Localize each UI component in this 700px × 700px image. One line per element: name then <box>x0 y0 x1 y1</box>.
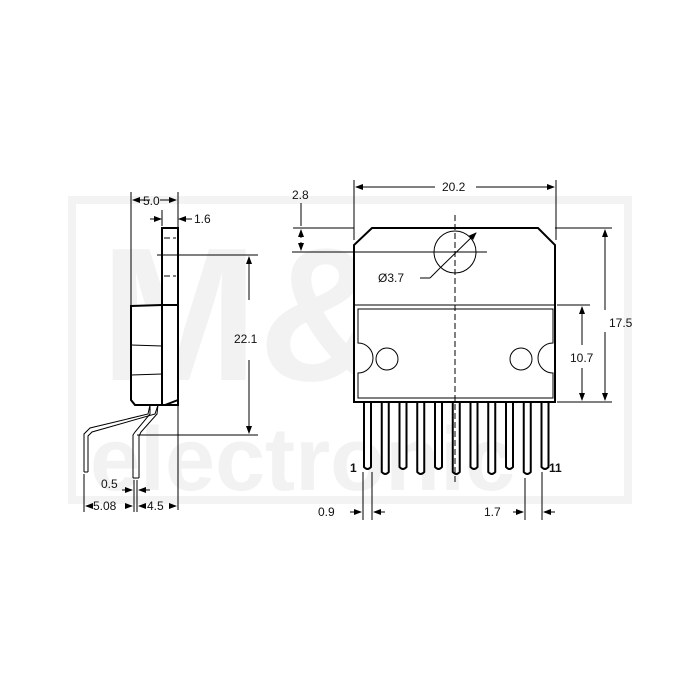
pin-8 <box>487 400 497 475</box>
dim-width: 20.2 <box>442 180 466 194</box>
pin-9 <box>505 400 514 470</box>
pin-7 <box>469 400 479 470</box>
pins <box>363 400 550 475</box>
dim-lead-offset-45: 4.5 <box>147 499 164 513</box>
pin-10 <box>522 400 532 475</box>
front-view: 20.2 2.8 Ø3.7 17.5 10.7 1 11 0.9 1.7 <box>292 180 633 520</box>
dim-hole-diameter: Ø3.7 <box>378 271 404 285</box>
pin-label-1: 1 <box>350 461 357 475</box>
pin-label-11: 11 <box>549 461 562 475</box>
pin-2 <box>380 400 390 475</box>
dim-lead-width: 0.5 <box>101 477 118 491</box>
front-body-inner <box>357 308 554 399</box>
pin-1 <box>363 400 372 470</box>
dim-tab-thickness: 1.6 <box>194 212 211 226</box>
pin-5 <box>434 400 443 470</box>
dim-height: 22.1 <box>234 332 258 346</box>
dim-body-height: 10.7 <box>570 351 594 365</box>
mounting-mark-right <box>509 347 533 371</box>
mounting-mark-left <box>375 347 399 371</box>
pin-4 <box>416 400 426 475</box>
dim-hole-offset: 2.8 <box>292 188 309 202</box>
dim-pin-pitch: 1.7 <box>484 505 501 519</box>
dim-depth: 5.0 <box>143 194 160 208</box>
dim-pin-width: 0.9 <box>318 505 335 519</box>
watermark-text: electronic <box>90 410 515 510</box>
side-view: 5.0 1.6 22.1 0.5 5.08 4.5 <box>83 192 258 513</box>
dim-total-height: 17.5 <box>609 316 633 330</box>
pin-3 <box>398 400 408 470</box>
side-body <box>130 304 179 406</box>
pin-11 <box>540 400 550 470</box>
pin-6 <box>451 400 461 475</box>
dim-lead-offset-508: 5.08 <box>93 499 117 513</box>
